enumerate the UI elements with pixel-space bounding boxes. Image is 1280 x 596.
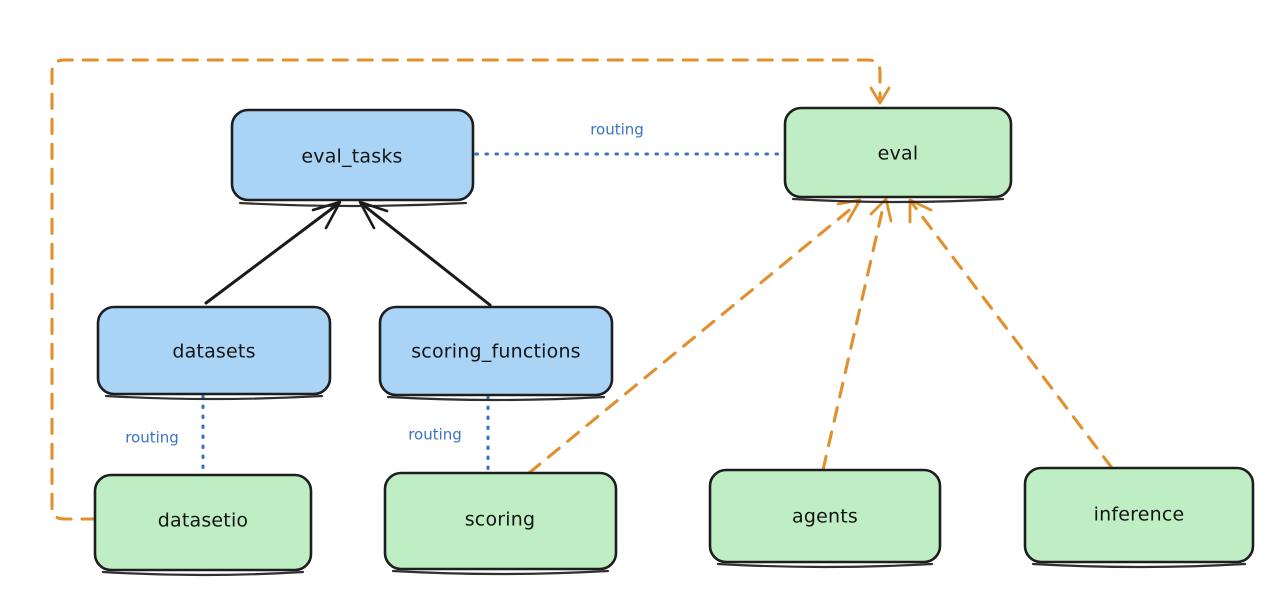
edge-inference-eval [908, 198, 1114, 470]
node-agents-shape [708, 468, 942, 564]
node-datasets[interactable]: datasets [96, 305, 332, 401]
node-scoring-shadow [391, 569, 610, 576]
node-eval_tasks[interactable]: eval_tasks [230, 108, 475, 208]
edge-scoring-eval-arrowhead [836, 198, 862, 223]
node-datasets-label: datasets [172, 341, 255, 363]
edge-inference-eval-arrowhead [908, 198, 933, 224]
node-agents-shadow [716, 562, 934, 569]
edge-datasets-eval_tasks [204, 200, 342, 305]
edge-labels-group: routing routing routing [125, 121, 644, 447]
node-agents[interactable]: agents [708, 468, 942, 569]
node-inference-label: inference [1094, 504, 1185, 526]
node-datasets-shape [96, 305, 332, 396]
edge-scoring-eval [527, 198, 862, 475]
edge-agents-eval [821, 197, 893, 472]
node-inference-shadow [1031, 562, 1247, 569]
edge-agents-eval-arrowhead [869, 197, 893, 223]
node-scoring-shape [383, 471, 618, 571]
node-agents-label: agents [792, 506, 858, 528]
node-eval_tasks-shadow [238, 201, 468, 208]
node-inference-shape [1023, 466, 1255, 564]
composition-edges-group [204, 200, 492, 307]
edge-label-routing-scoring: routing [408, 426, 462, 444]
edge-datasets-eval_tasks-line [204, 202, 340, 305]
edge-scoring_functions-eval_tasks [358, 200, 492, 307]
node-eval-shadow [791, 197, 1005, 204]
node-eval-shape [783, 106, 1013, 199]
node-eval_tasks-label: eval_tasks [301, 146, 402, 168]
node-scoring_functions[interactable]: scoring_functions [378, 305, 614, 402]
node-scoring-label: scoring [465, 509, 536, 531]
dependency-edges-group [50, 58, 1114, 521]
node-datasetio-shape [93, 473, 313, 572]
edge-label-routing-eval: routing [590, 121, 644, 139]
node-datasetio[interactable]: datasetio [93, 473, 313, 577]
node-datasets-shadow [104, 394, 324, 401]
node-inference[interactable]: inference [1023, 466, 1255, 569]
routing-edges-group [201, 152, 785, 475]
node-scoring_functions-shape [378, 305, 614, 397]
node-datasetio-label: datasetio [158, 510, 249, 532]
edge-scoring-eval-line [527, 201, 860, 475]
edge-datasets-eval_tasks-arrowhead [311, 200, 342, 230]
node-scoring_functions-label: scoring_functions [411, 341, 581, 363]
edge-scoring_functions-eval_tasks-arrowhead [358, 200, 389, 230]
edge-datasetio-eval [50, 58, 891, 521]
node-datasetio-shadow [101, 570, 305, 577]
node-eval[interactable]: eval [783, 106, 1013, 204]
edge-agents-eval-line [821, 201, 886, 472]
node-eval-label: eval [878, 143, 919, 165]
node-scoring[interactable]: scoring [383, 471, 618, 576]
edge-scoring_functions-eval_tasks-line [360, 202, 492, 307]
edge-label-routing-datasetio: routing [125, 429, 179, 447]
edge-inference-eval-line [910, 201, 1114, 470]
edge-datasetio-eval-arrowhead [869, 86, 891, 105]
node-eval_tasks-shape [230, 108, 475, 202]
node-scoring_functions-shadow [386, 395, 606, 402]
